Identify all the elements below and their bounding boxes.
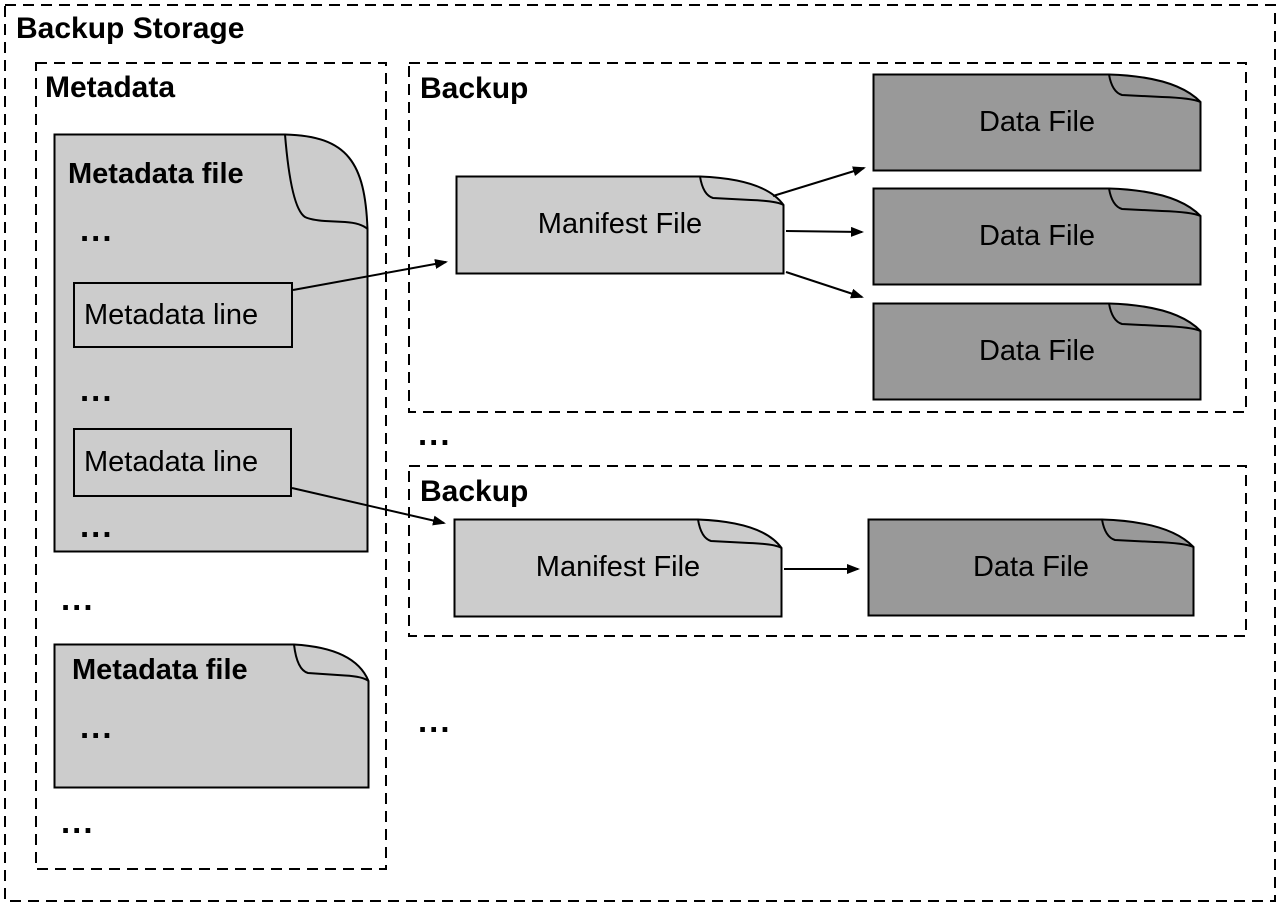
manifest-file-2-shape <box>453 518 783 618</box>
data-file-2-shape <box>872 187 1202 286</box>
data-file-1-label: Data File <box>978 105 1096 138</box>
data-file-4-label: Data File <box>972 550 1090 583</box>
data-file-1-shape <box>872 73 1202 172</box>
arrow-manifest1-to-datafile3 <box>785 271 864 299</box>
arrow-manifest1-to-datafile1 <box>772 166 866 197</box>
arrow-manifest1-to-datafile2 <box>785 226 864 237</box>
metadata-ellipsis-after-files: ... <box>61 803 95 840</box>
metadata-file-1-ellipsis-2: ... <box>80 371 114 408</box>
arrow-metadata-line1-to-manifest1 <box>292 259 448 291</box>
metadata-group-border <box>35 62 387 870</box>
manifest-file-1-shape <box>455 175 785 275</box>
backup2-group-title: Backup <box>420 475 529 508</box>
backup-storage-group-border <box>4 4 1276 902</box>
metadata-file-2-title: Metadata file <box>72 654 248 686</box>
metadata-line-2: Metadata line <box>73 428 292 497</box>
manifest-file-1-label: Manifest File <box>537 208 703 241</box>
data-file-3-label: Data File <box>978 334 1096 367</box>
data-file-4-shape <box>867 518 1195 617</box>
metadata-group-title: Metadata <box>45 71 176 104</box>
metadata-ellipsis-between-files: ... <box>61 580 95 617</box>
metadata-file-2-ellipsis: ... <box>80 708 114 745</box>
manifest-file-2-label: Manifest File <box>535 551 701 584</box>
metadata-line-1-label: Metadata line <box>84 298 259 331</box>
backup1-group-title: Backup <box>420 72 529 105</box>
data-file-2-label: Data File <box>978 219 1096 252</box>
metadata-line-2-label: Metadata line <box>84 446 259 478</box>
metadata-file-2-shape <box>53 643 370 789</box>
metadata-file-1-ellipsis-1: ... <box>80 211 114 248</box>
metadata-line-1: Metadata line <box>73 282 293 348</box>
backup-storage-title: Backup Storage <box>16 12 245 45</box>
data-file-3-shape <box>872 302 1202 401</box>
arrow-metadata-line2-to-manifest2 <box>291 487 446 526</box>
backup2-group-border <box>408 465 1247 637</box>
metadata-file-1-ellipsis-3: ... <box>80 507 114 544</box>
metadata-file-1-title: Metadata file <box>68 158 244 190</box>
ellipsis-between-backups: ... <box>418 415 452 452</box>
backup1-group-border <box>408 62 1247 413</box>
ellipsis-after-backups: ... <box>418 702 452 739</box>
